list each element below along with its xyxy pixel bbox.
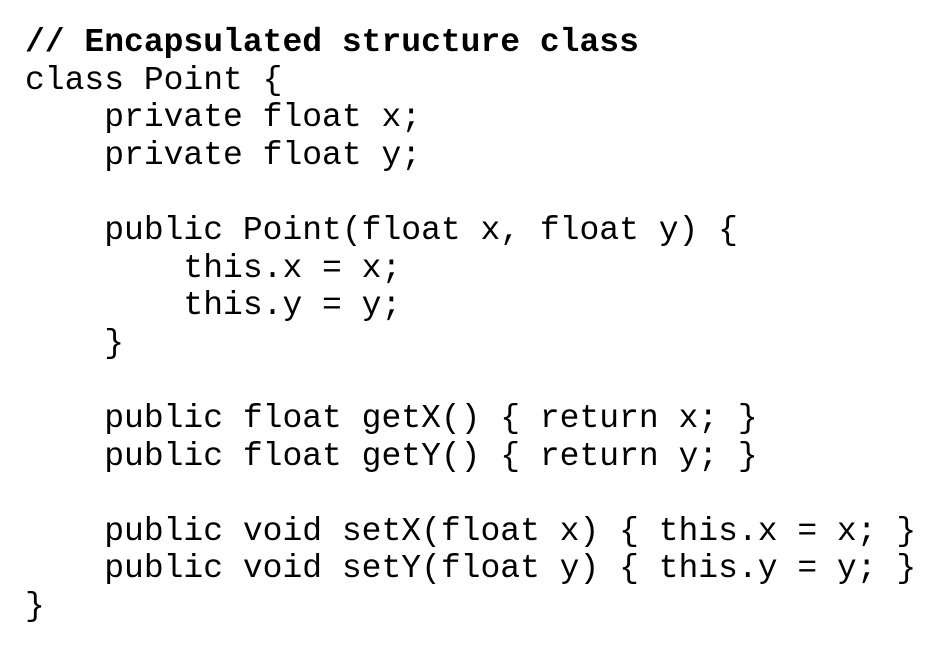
code-line: public void setY(float y) { this.y = y; …: [25, 550, 917, 588]
code-line: this.x = x;: [25, 249, 402, 287]
code-line: private float x;: [25, 99, 422, 137]
code-line: public void setX(float x) { this.x = x; …: [25, 512, 917, 550]
code-line-blank: [25, 475, 916, 513]
code-line: }: [25, 324, 125, 362]
code-comment-line: // Encapsulated structure class: [25, 24, 639, 61]
code-line: public float getY() { return y; }: [25, 437, 758, 475]
code-line: public float getX() { return x; }: [25, 399, 758, 437]
code-line-blank: [25, 362, 916, 400]
code-line: }: [25, 587, 45, 625]
code-line-blank: [25, 174, 916, 212]
code-line: public Point(float x, float y) {: [25, 211, 738, 249]
code-line: this.y = y;: [25, 287, 402, 325]
code-line: private float y;: [25, 136, 422, 174]
code-line: class Point {: [25, 61, 283, 99]
